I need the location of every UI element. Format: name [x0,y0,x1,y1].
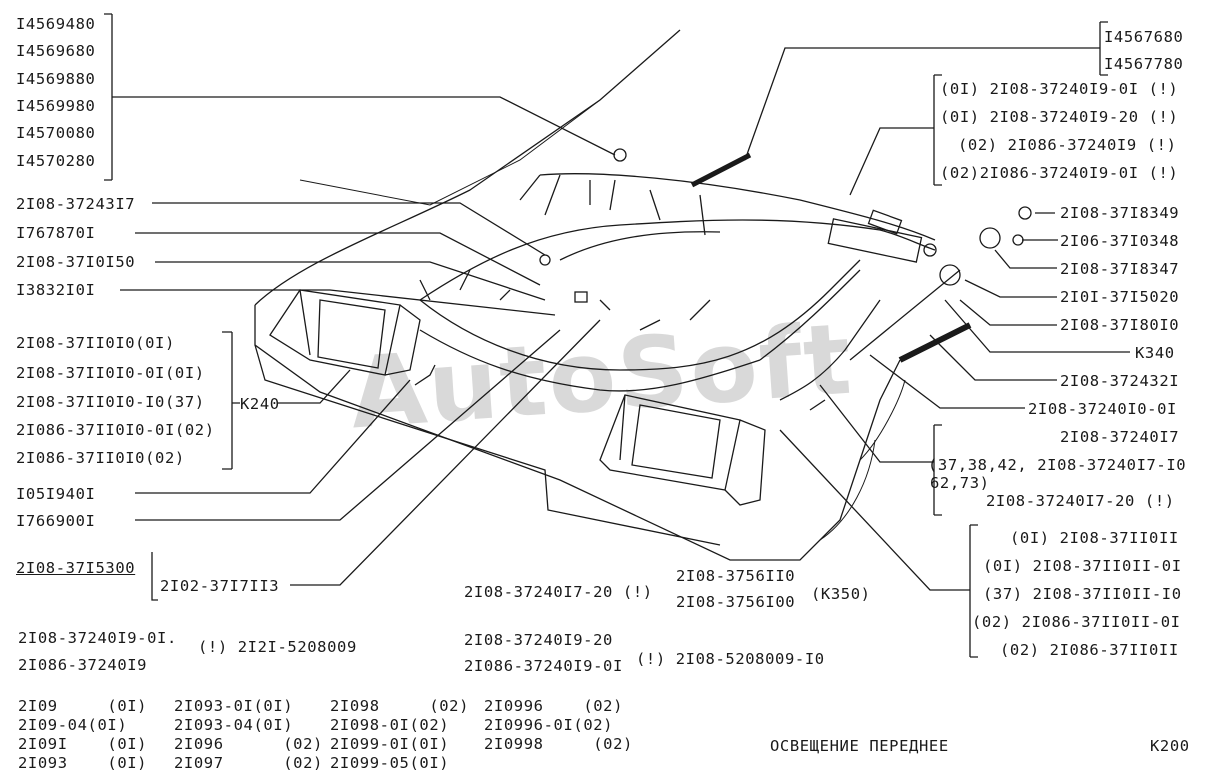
part-number: (0I) 2I08-37II0II-0I [983,557,1182,575]
ref-code: K240 [240,395,280,413]
part-number: (0I) 2I08-37II0II [1010,529,1179,547]
part-number: 2I08-37II0I0(0I) [16,334,175,352]
main-harness [419,219,936,301]
bracket-k240 [222,331,233,470]
model-entry: 2I098 (02) [330,697,470,715]
part-number: I4570080 [16,124,96,142]
part-number: I05I940I [16,485,96,503]
left-headlight [269,289,421,376]
part-number: 2I08-37II0I0-0I(0I) [16,364,205,382]
right-headlight [599,394,766,506]
part-number: 2I08-37I0I50 [16,253,136,271]
ref-code: (K350) [811,585,871,603]
part-number: 2I08-37240I7-20 (!) [986,492,1175,510]
part-number: 2I08-37243I7 [16,195,136,213]
model-entry: 2I098-0I(02) [330,716,450,734]
part-number: 2I0I-37I5020 [1060,288,1180,306]
page-code: K200 [1150,737,1190,755]
part-number: (37) 2I08-37II0II-I0 [983,585,1182,603]
part-number: 2I086-37II0I0-0I(02) [16,421,215,439]
part-number: I4569880 [16,70,96,88]
part-number: 2I06-37I0348 [1060,232,1180,250]
bracket-right-3 [933,424,942,516]
model-entry: 2I0998 (02) [484,735,633,753]
part-number: 2I086-37240I9 [18,656,148,674]
part-number: (!) 2I08-5208009-I0 [636,650,825,668]
part-number: I766900I [16,512,96,530]
part-number: (02) 2I086-37II0II-0I [972,613,1181,631]
part-number: 2I08-37240I7-20 (!) [464,583,653,601]
part-number: I4567680 [1104,28,1184,46]
part-number: I4569480 [16,15,96,33]
part-number: (0I) 2I08-37240I9-20 (!) [940,108,1179,126]
part-number: 2I08-37I5300 [16,559,136,577]
part-number: (!) 2I2I-5208009 [198,638,357,656]
part-number: I4569680 [16,42,96,60]
model-entry: 2I09-04(0I) [18,716,128,734]
bracket-right-4 [969,524,978,658]
part-number: (02) 2I086-37II0II [1000,641,1179,659]
part-number: 2I08-37I80I0 [1060,316,1180,334]
model-entry: 2I099-0I(0I) [330,735,450,753]
part-number: 2I08-37240I9-0I. [18,629,177,647]
part-number: 2I08-3756I00 [676,593,796,611]
page-title: ОСВЕЩЕНИЕ ПЕРЕДНЕЕ [770,737,949,755]
ref-code: K340 [1135,344,1175,362]
model-entry: 2I093 (0I) [18,754,148,772]
part-number: 2I08-37I8349 [1060,204,1180,222]
part-number: 2I08-37II0I0-I0(37) [16,393,205,411]
part-number: I767870I [16,224,96,242]
bracket-right-2 [933,74,942,186]
part-number: 2I02-37I7II3 [160,577,280,595]
model-entry: 2I096 (02) [174,735,323,753]
model-entry: 2I099-05(0I) [330,754,450,772]
part-number: 2I086-37240I9-0I [464,657,623,675]
body-outline [254,29,681,306]
part-number: (0I) 2I08-37240I9-0I (!) [940,80,1179,98]
model-entry: 2I093-04(0I) [174,716,294,734]
model-entry: 2I0996 (02) [484,697,624,715]
part-number: I4570280 [16,152,96,170]
part-number: (02) 2I086-37240I9 (!) [958,136,1177,154]
model-entry: 2I093-0I(0I) [174,697,294,715]
part-number: 2I086-37II0I0(02) [16,449,185,467]
part-number: I4569980 [16,97,96,115]
part-number: 62,73) [930,474,990,492]
part-number: (02)2I086-37240I9-0I (!) [940,164,1179,182]
part-number: (37,38,42, 2I08-37240I7-I0 [928,456,1187,474]
bracket-left-top [104,13,113,181]
model-entry: 2I09I (0I) [18,735,148,753]
part-number: I3832I0I [16,281,96,299]
part-number: 2I08-37240I9-20 [464,631,613,649]
part-number: 2I08-37240I7 [1060,428,1180,446]
part-number: I4567780 [1104,55,1184,73]
model-entry: 2I097 (02) [174,754,323,772]
part-number: 2I08-3756II0 [676,567,796,585]
model-entry: 2I0996-0I(02) [484,716,614,734]
model-entry: 2I09 (0I) [18,697,148,715]
part-number: 2I08-372432I [1060,372,1180,390]
part-number: 2I08-37I8347 [1060,260,1180,278]
part-number: 2I08-37240I0-0I [1028,400,1177,418]
